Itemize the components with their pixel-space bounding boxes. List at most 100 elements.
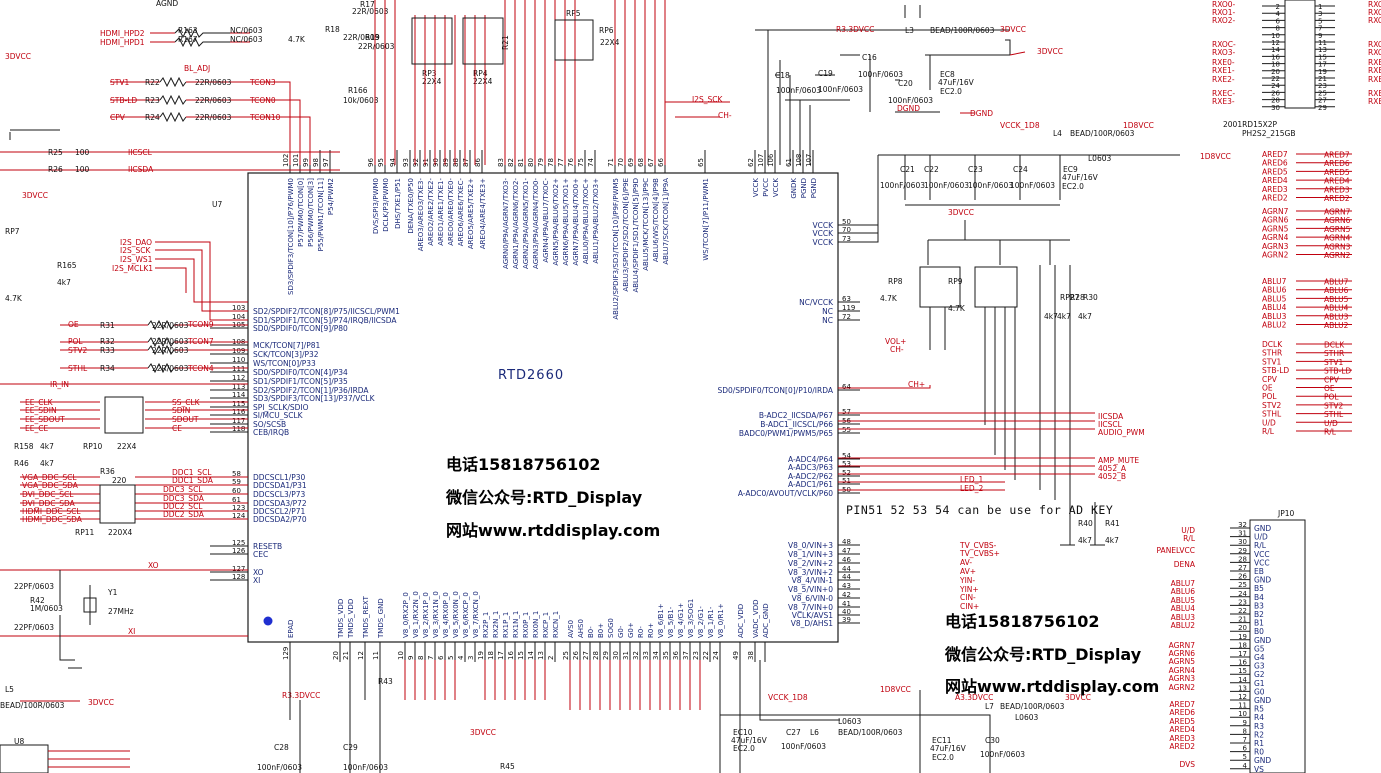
bottom-pin-name: AVS0 — [567, 620, 575, 638]
top-pin-name: AGRN0/P9A/AGRN7/TXO3- — [502, 178, 510, 269]
bus-label-right: DCLK — [1324, 341, 1345, 350]
bus-label-right: STHL — [1324, 410, 1344, 419]
watermark-wechat-2: 微信公众号:RTD_Display — [944, 645, 1142, 664]
bottom-pin-number: 38 — [747, 651, 755, 660]
svg-text:RP8: RP8 — [888, 277, 903, 286]
right-pin-name: SD0/SPDIF0/TCON[0]/P10/IRDA — [717, 386, 833, 395]
bottom-pin-number: 49 — [732, 651, 740, 660]
bottom-pin-name: V8_1/R1- — [707, 606, 715, 638]
top-pin-name: P57/PWM0/TCON[0] — [297, 178, 305, 247]
bottom-pin-name: RX2N_1 — [492, 611, 500, 638]
svg-text:IICSCL: IICSCL — [128, 148, 153, 157]
svg-text:R30: R30 — [1083, 293, 1098, 302]
bus-label-left: OE — [1262, 384, 1273, 393]
left-pin-name: DDCSDA2/P70 — [253, 515, 307, 524]
bus-label-right: ABLU4 — [1324, 304, 1349, 313]
svg-text:AUDIO_PWM: AUDIO_PWM — [1098, 428, 1145, 437]
jp10-pin-name: GND — [1254, 696, 1271, 705]
power-parts: C16 C18 C19 C20 EC8 L3 C21 C22 C23 C24 E… — [257, 26, 1135, 772]
bus-label-left: AGRN3 — [1262, 242, 1289, 251]
top-pin-number: 62 — [747, 158, 755, 167]
jp10-pin-number: 14 — [1238, 676, 1247, 684]
bottom-pin-name: B0- — [587, 626, 595, 638]
jp10-net-label: ABLU6 — [1171, 587, 1196, 596]
bottom-pin-number: 33 — [642, 651, 650, 660]
svg-text:BEAD/100R/0603: BEAD/100R/0603 — [1070, 129, 1135, 138]
svg-text:EE_SDOUT: EE_SDOUT — [25, 415, 65, 424]
top-pin-name: P55/PWM1/TCON[11] — [317, 178, 325, 252]
svg-text:HDMI_DDC_SDA: HDMI_DDC_SDA — [22, 515, 83, 524]
right-pin-number: 50 — [842, 218, 851, 226]
svg-text:TCON7: TCON7 — [187, 337, 214, 346]
jp10-pin-name: GND — [1254, 524, 1271, 533]
jp10-pin-number: 21 — [1238, 616, 1247, 624]
jp10-net-label: ARED5 — [1169, 717, 1195, 726]
header-pin-right: 25 — [1318, 89, 1327, 97]
svg-text:3DVCC: 3DVCC — [22, 191, 48, 200]
right-pin-name: NC — [822, 316, 833, 325]
bottom-pin-name: V8_0/R1+ — [717, 603, 725, 638]
jp10-pin-name: G2 — [1254, 670, 1265, 679]
top-pin-name: AREO4/ARE4/TXE3+ — [479, 178, 487, 249]
bottom-pin-name: RXCN_1 — [552, 611, 560, 638]
bottom-pin-name: V8_3/RX1N_0 — [432, 591, 440, 638]
svg-text:220: 220 — [112, 476, 127, 485]
bottom-pin-name: VADC_VDD — [752, 600, 760, 638]
svg-text:STV1: STV1 — [110, 78, 129, 87]
jp10-net-label: ABLU4 — [1171, 604, 1196, 613]
header-net-label: RXO1- — [1212, 8, 1236, 17]
bottom-pin-number: 18 — [487, 651, 495, 660]
jp10-net-label: ARED2 — [1169, 742, 1195, 751]
svg-text:22R/0603: 22R/0603 — [343, 33, 380, 42]
svg-text:A3.3DVCC: A3.3DVCC — [955, 693, 993, 702]
bottom-pin-number: 36 — [672, 651, 680, 660]
svg-text:C24: C24 — [1013, 165, 1028, 174]
jp10-pin-number: 28 — [1238, 555, 1247, 563]
svg-text:22X4: 22X4 — [117, 442, 137, 451]
svg-text:R26: R26 — [48, 165, 63, 174]
left-net-labels: HDMI_HPD2 HDMI_HPD1 BL_ADJ STV1 STB-LD C… — [22, 0, 210, 636]
svg-text:HDMI_DDC_SCL: HDMI_DDC_SCL — [22, 507, 81, 516]
jp10-nets: U/DR/LPANELVCCDENAABLU7ABLU6ABLU5ABLU4AB… — [1157, 526, 1196, 769]
bottom-pin-name: RX0P_1 — [522, 612, 530, 638]
left-pin-number: 117 — [232, 417, 245, 425]
bus-label-left: U/D — [1262, 418, 1276, 427]
header-pin-right: 23 — [1318, 82, 1327, 90]
top-pin-number: 91 — [422, 158, 430, 167]
right-pin-number: 70 — [842, 226, 851, 234]
jp10-pin-name: B1 — [1254, 619, 1264, 628]
svg-text:3DVCC: 3DVCC — [470, 728, 496, 737]
jp10-net-label: PANELVCC — [1157, 546, 1195, 555]
jp10-pin-name: B5 — [1254, 584, 1264, 593]
header-pin-left: 8 — [1276, 25, 1280, 33]
svg-text:TCON9: TCON9 — [187, 320, 214, 329]
header-net-label-right: RXO3- — [1368, 48, 1381, 57]
svg-text:10k/0603: 10k/0603 — [343, 96, 379, 105]
right-pin-name: VCLK/AVS1 — [792, 611, 834, 620]
bottom-pin-name: RXCP_1 — [542, 612, 550, 638]
bus-label-left: STHR — [1262, 349, 1282, 358]
header-pin-right: 1 — [1318, 3, 1322, 11]
top-pin-number: 71 — [607, 158, 615, 167]
top-pin-name: ABLU7/SCK/TCON[1]/P9A — [662, 178, 670, 265]
svg-text:1D8VCC: 1D8VCC — [1123, 121, 1154, 130]
left-pin-name: SCK/TCON[3]/P32 — [253, 350, 319, 359]
left-pin-name: SD2/SPDIF2/TCON[8]/P75/IICSCL/PWM1 — [253, 307, 400, 316]
left-pin-name: WS/TCON[0]/P33 — [253, 359, 316, 368]
bus-label-right: AGRN6 — [1324, 216, 1351, 225]
svg-text:R24: R24 — [145, 113, 160, 122]
right-pin-name: NC/VCCK — [799, 298, 834, 307]
top-pin-name: AREO5/ARE5/TXE2+ — [467, 178, 475, 249]
top-pin-number: 67 — [647, 158, 655, 167]
top-pin-number: 82 — [507, 158, 515, 167]
svg-text:SDOUT: SDOUT — [172, 415, 199, 424]
jp10-net-label: R/L — [1183, 534, 1196, 543]
top-pin-name: AGRN1/P9A/AGRN6/TXO2- — [512, 178, 520, 269]
bottom-pin-name: R0- — [637, 626, 645, 638]
svg-text:CH+: CH+ — [908, 380, 925, 389]
svg-text:22R/0603: 22R/0603 — [195, 113, 232, 122]
svg-text:4.7K: 4.7K — [5, 294, 23, 303]
svg-text:100nF/0603: 100nF/0603 — [257, 763, 302, 772]
svg-text:C29: C29 — [343, 743, 358, 752]
right-pin-number: 48 — [842, 538, 851, 546]
